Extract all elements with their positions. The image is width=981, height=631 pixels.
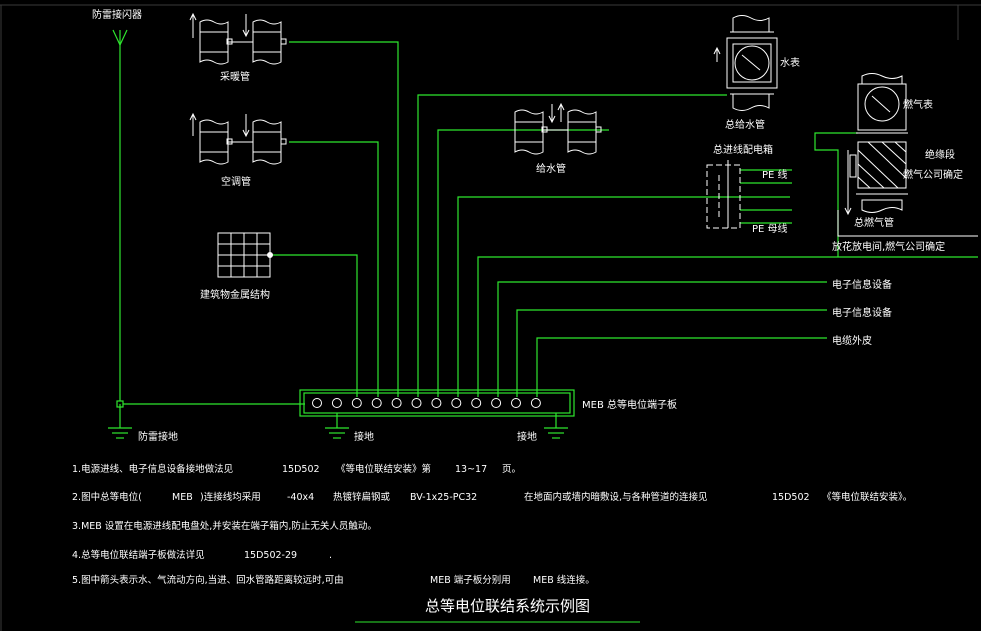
meb-terminal <box>451 398 462 408</box>
lightning-arrester-label: 防雷接闪器 <box>92 8 142 21</box>
distribution-box-label: 总进线配电箱 <box>713 143 773 156</box>
labels: 防雷接闪器 采暖管 空调管 给水管 水表 总给水管 燃气表 绝缘段 燃气公司确定… <box>92 8 963 443</box>
gas-company-label: 燃气公司确定 <box>903 168 963 181</box>
diagram-title: 总等电位联结系统示例图 <box>425 597 590 615</box>
spark-gap-label: 放花放电间,燃气公司确定 <box>832 240 945 253</box>
drawing-frame <box>0 4 981 631</box>
meb-terminal <box>371 398 382 408</box>
heating-pipe-symbol <box>189 12 287 65</box>
water-pipe-label: 给水管 <box>536 162 566 175</box>
meb-terminal <box>351 398 362 408</box>
meb-terminal <box>491 398 502 408</box>
note-2-size: -40x4 <box>287 492 314 503</box>
meb-terminal <box>530 398 541 408</box>
note-2-rest: )连接线均采用 <box>200 491 261 503</box>
ac-pipe-symbol <box>189 112 287 165</box>
meb-terminal <box>391 398 402 408</box>
note-2-desc: 在地面内或墙内暗敷设,与各种管道的连接见 <box>524 491 708 503</box>
building-metal-grid-symbol <box>217 232 273 278</box>
note-1-text: 1.电源进线、电子信息设备接地做法见 <box>72 463 233 475</box>
electronic-device-1-label: 电子信息设备 <box>832 278 892 291</box>
water-pipe-symbol <box>514 102 602 155</box>
bonding-wires <box>119 41 978 428</box>
note-4-code: 15D502-29 <box>244 550 297 561</box>
building-structure-label: 建筑物金属结构 <box>200 288 270 301</box>
lightning-ground-label: 防雷接地 <box>138 430 178 443</box>
note-2-steel: 热镀锌扁钢或 <box>333 491 391 503</box>
meb-terminal <box>471 398 482 408</box>
note-2-cable: BV-1x25-PC32 <box>410 492 477 503</box>
note-3-text: 3.MEB 设置在电源进线配电盘处,并安装在端子箱内,防止无关人员触动。 <box>72 520 377 532</box>
meb-terminal <box>411 398 422 408</box>
gas-meter-symbol <box>844 73 908 216</box>
notes: 1.电源进线、电子信息设备接地做法见 15D502 《等电位联结安装》第 13~… <box>72 463 912 586</box>
note-5-meb-2: MEB 线连接。 <box>533 574 595 586</box>
meb-terminal <box>511 398 521 408</box>
note-5-text: 5.图中箭头表示水、气流动方向,当进、回水管路距离较远时,可由 <box>72 574 344 586</box>
note-2-book: 《等电位联结安装》。 <box>822 491 912 503</box>
main-water-pipe-label: 总给水管 <box>725 118 765 131</box>
ground-label-1: 接地 <box>354 430 374 443</box>
note-4-text: 4.总等电位联结端子板做法详见 <box>72 549 205 561</box>
ac-pipe-label: 空调管 <box>221 175 251 188</box>
note-2-text: 2.图中总等电位( <box>72 491 142 503</box>
note-1-pages: 13~17 <box>455 464 487 475</box>
note-1-page-unit: 页。 <box>502 464 521 475</box>
meb-terminal <box>431 398 442 408</box>
cable-sheath-label: 电缆外皮 <box>832 334 872 347</box>
ground-symbols <box>108 404 568 439</box>
main-gas-pipe-label: 总燃气管 <box>854 216 894 229</box>
insulating-section-label: 绝缘段 <box>925 148 955 161</box>
note-2-meb: MEB <box>172 492 193 503</box>
ground-label-2: 接地 <box>517 430 537 443</box>
heating-pipe-label: 采暖管 <box>220 70 250 83</box>
pe-busbar-label: PE 母线 <box>752 222 788 235</box>
note-1-book: 《等电位联结安装》第 <box>336 463 431 475</box>
gas-meter-label: 燃气表 <box>903 98 933 111</box>
meb-board-label: MEB 总等电位端子板 <box>582 398 677 411</box>
meb-terminal <box>331 398 342 408</box>
pe-line-label: PE 线 <box>762 168 788 181</box>
equipment <box>189 12 978 278</box>
note-4-dot: . <box>329 550 332 561</box>
note-1-code: 15D502 <box>282 464 320 475</box>
note-5-meb-1: MEB 端子板分别用 <box>430 574 511 586</box>
meb-terminal <box>312 398 322 408</box>
electronic-device-2-label: 电子信息设备 <box>832 306 892 319</box>
water-meter-label: 水表 <box>780 56 800 69</box>
note-2-code: 15D502 <box>772 492 810 503</box>
water-meter-symbol <box>713 15 778 111</box>
distribution-box-symbol <box>706 160 741 229</box>
meb-terminals <box>312 398 541 408</box>
